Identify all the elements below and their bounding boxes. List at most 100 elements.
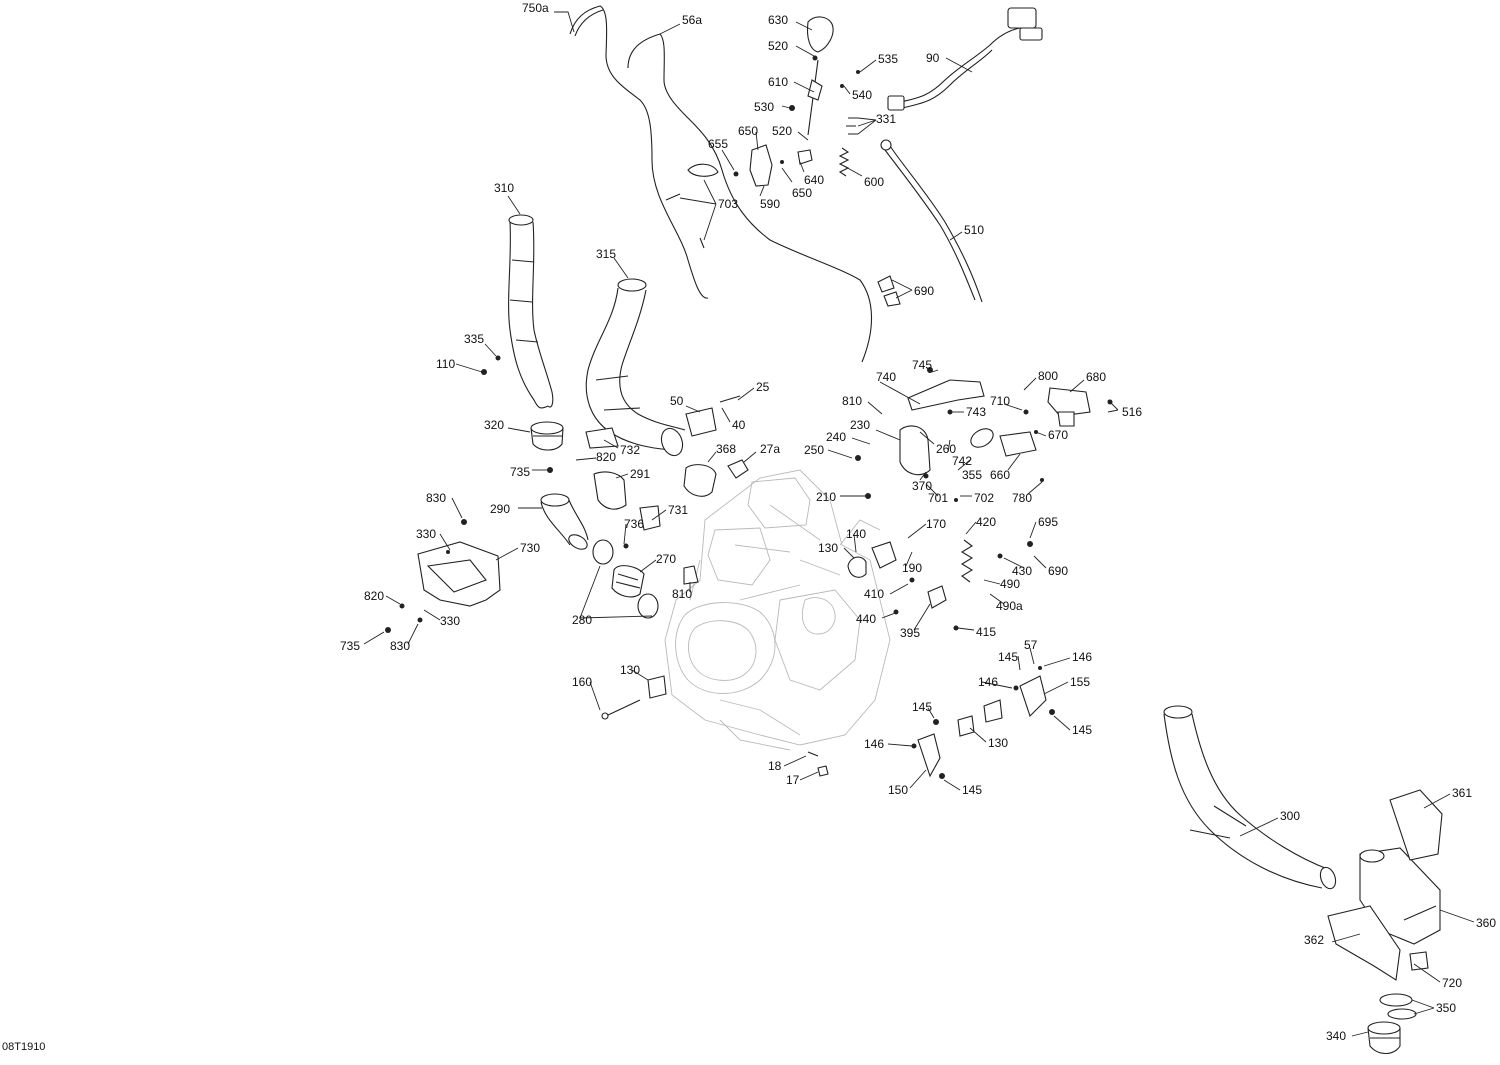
callout-830b: 830 bbox=[390, 639, 410, 653]
cable-510 bbox=[880, 139, 983, 303]
callout-368: 368 bbox=[716, 442, 736, 456]
callout-395: 395 bbox=[900, 626, 920, 640]
callout-516: 516 bbox=[1122, 405, 1142, 419]
callout-190: 190 bbox=[902, 561, 922, 575]
callout-710: 710 bbox=[990, 394, 1010, 408]
part-355 bbox=[970, 428, 994, 448]
callout-110: 110 bbox=[436, 357, 455, 371]
part-291 bbox=[593, 471, 627, 510]
callout-655: 655 bbox=[708, 137, 728, 151]
callout-702: 702 bbox=[974, 491, 994, 505]
callout-155: 155 bbox=[1070, 675, 1090, 689]
callout-146c: 146 bbox=[864, 737, 884, 751]
callout-361: 361 bbox=[1452, 786, 1472, 800]
callout-57: 57 bbox=[1024, 638, 1038, 652]
bracket-740 bbox=[907, 367, 985, 411]
callout-520: 520 bbox=[768, 39, 788, 53]
part-290-elbow bbox=[540, 493, 589, 550]
callout-362: 362 bbox=[1304, 933, 1324, 947]
part-710-810-small bbox=[683, 565, 699, 585]
callout-731: 731 bbox=[668, 503, 688, 517]
callout-331: 331 bbox=[876, 112, 896, 126]
callout-670: 670 bbox=[1048, 428, 1068, 442]
callout-260: 260 bbox=[936, 442, 956, 456]
cable-56a bbox=[627, 33, 873, 363]
part-320 bbox=[530, 421, 564, 451]
callout-680: 680 bbox=[1086, 370, 1106, 384]
callout-640: 640 bbox=[804, 173, 824, 187]
part-703-clips bbox=[665, 163, 719, 249]
part-420-spring bbox=[960, 539, 974, 583]
bolt-160 bbox=[601, 699, 641, 720]
part-350-clamps bbox=[1379, 993, 1417, 1020]
part-50-plate bbox=[685, 395, 741, 437]
callout-750a: 750a bbox=[522, 1, 549, 15]
callout-labels: 750a 56a 630 520 535 90 610 540 530 520 … bbox=[340, 1, 1496, 1043]
callout-90: 90 bbox=[926, 51, 940, 65]
callout-780: 780 bbox=[1012, 491, 1032, 505]
callout-130b: 130 bbox=[620, 663, 640, 677]
part-17-18 bbox=[807, 751, 829, 777]
callout-690: 690 bbox=[914, 284, 934, 298]
callout-600: 600 bbox=[864, 175, 884, 189]
callout-25: 25 bbox=[756, 380, 770, 394]
callout-820b: 820 bbox=[364, 589, 384, 603]
leader-lines bbox=[363, 11, 1475, 1037]
callout-360: 360 bbox=[1476, 916, 1496, 930]
part-361 bbox=[1389, 789, 1443, 861]
callout-50: 50 bbox=[670, 394, 684, 408]
callout-590: 590 bbox=[760, 197, 780, 211]
callout-650b: 650 bbox=[792, 186, 812, 200]
callout-736: 736 bbox=[624, 517, 644, 531]
cable-90 bbox=[887, 7, 1043, 111]
callout-130: 130 bbox=[818, 541, 838, 555]
part-680-actuator bbox=[1047, 387, 1091, 427]
callout-535: 535 bbox=[878, 52, 898, 66]
callout-820: 820 bbox=[596, 450, 616, 464]
callout-830: 830 bbox=[426, 491, 446, 505]
part-270 bbox=[611, 565, 645, 598]
callout-17: 17 bbox=[786, 773, 800, 787]
callout-630: 630 bbox=[768, 13, 788, 27]
part-27a bbox=[727, 459, 749, 479]
callout-350: 350 bbox=[1436, 1001, 1456, 1015]
part-130-mounts bbox=[647, 675, 1003, 737]
drawing-reference-code: 08T1910 bbox=[2, 1041, 46, 1053]
callout-290: 290 bbox=[490, 502, 510, 516]
callout-146: 146 bbox=[1072, 650, 1092, 664]
part-155-bracket bbox=[1019, 675, 1047, 718]
callout-735: 735 bbox=[510, 465, 530, 479]
bracket-730 bbox=[417, 541, 501, 607]
part-630 bbox=[806, 16, 834, 53]
part-331-screws bbox=[840, 70, 860, 135]
callout-740: 740 bbox=[876, 370, 896, 384]
part-610-rod bbox=[789, 55, 823, 136]
callout-150: 150 bbox=[888, 783, 908, 797]
part-170-bracket bbox=[871, 541, 897, 569]
callout-540: 540 bbox=[852, 88, 872, 102]
duct-300 bbox=[1163, 705, 1337, 890]
small-fasteners bbox=[385, 355, 1113, 779]
callout-300: 300 bbox=[1280, 809, 1300, 823]
callout-745: 745 bbox=[912, 358, 932, 372]
engine-block-outline bbox=[664, 469, 891, 751]
callout-415: 415 bbox=[976, 625, 996, 639]
callout-510: 510 bbox=[964, 223, 984, 237]
part-731-bracket bbox=[639, 505, 661, 531]
callout-140: 140 bbox=[846, 527, 866, 541]
cable-750a bbox=[569, 5, 709, 299]
part-650-bracket bbox=[733, 144, 813, 187]
part-690-clips-top bbox=[877, 275, 901, 307]
part-720 bbox=[1409, 951, 1429, 971]
callout-145c: 145 bbox=[1072, 723, 1092, 737]
part-368 bbox=[683, 464, 717, 497]
callout-56a: 56a bbox=[682, 13, 702, 27]
callout-270: 270 bbox=[656, 552, 676, 566]
callout-145b: 145 bbox=[912, 700, 932, 714]
callout-690b: 690 bbox=[1048, 564, 1068, 578]
callout-170: 170 bbox=[926, 517, 946, 531]
part-340 bbox=[1367, 1021, 1401, 1055]
callout-210: 210 bbox=[816, 490, 836, 504]
callout-703: 703 bbox=[718, 197, 738, 211]
callout-130c: 130 bbox=[988, 736, 1008, 750]
